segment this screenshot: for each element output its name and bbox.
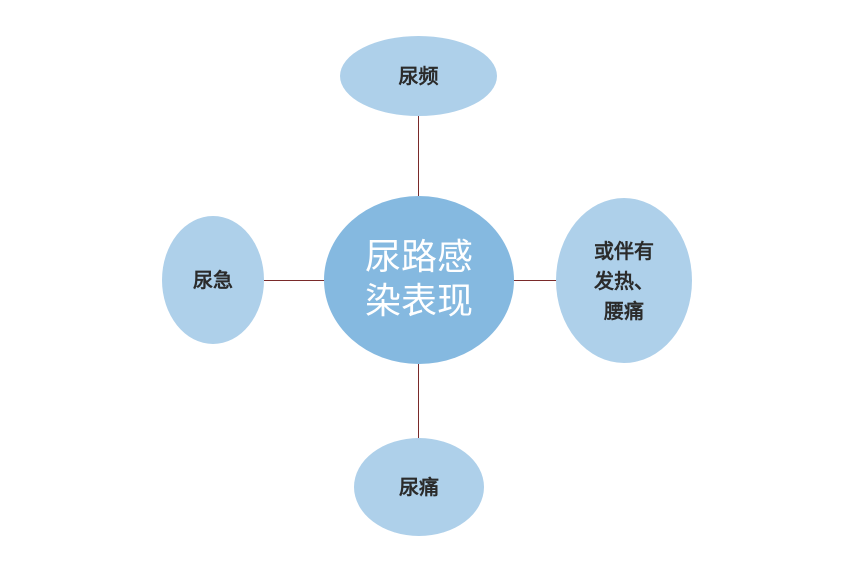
- connector-left: [264, 280, 324, 281]
- node-top-label: 尿频: [398, 64, 439, 88]
- connector-bottom: [418, 364, 419, 438]
- connector-right: [512, 280, 558, 281]
- node-left: 尿急: [162, 216, 264, 344]
- center-node: 尿路感 染表现: [324, 196, 514, 364]
- node-bottom-label: 尿痛: [399, 475, 439, 499]
- node-right-label: 或伴有 发热、 腰痛: [594, 238, 654, 323]
- node-bottom: 尿痛: [354, 438, 484, 536]
- connector-top: [418, 116, 419, 196]
- node-left-label: 尿急: [193, 268, 233, 292]
- node-top: 尿频: [340, 36, 497, 116]
- center-node-label: 尿路感 染表现: [364, 237, 473, 322]
- node-right: 或伴有 发热、 腰痛: [556, 198, 692, 363]
